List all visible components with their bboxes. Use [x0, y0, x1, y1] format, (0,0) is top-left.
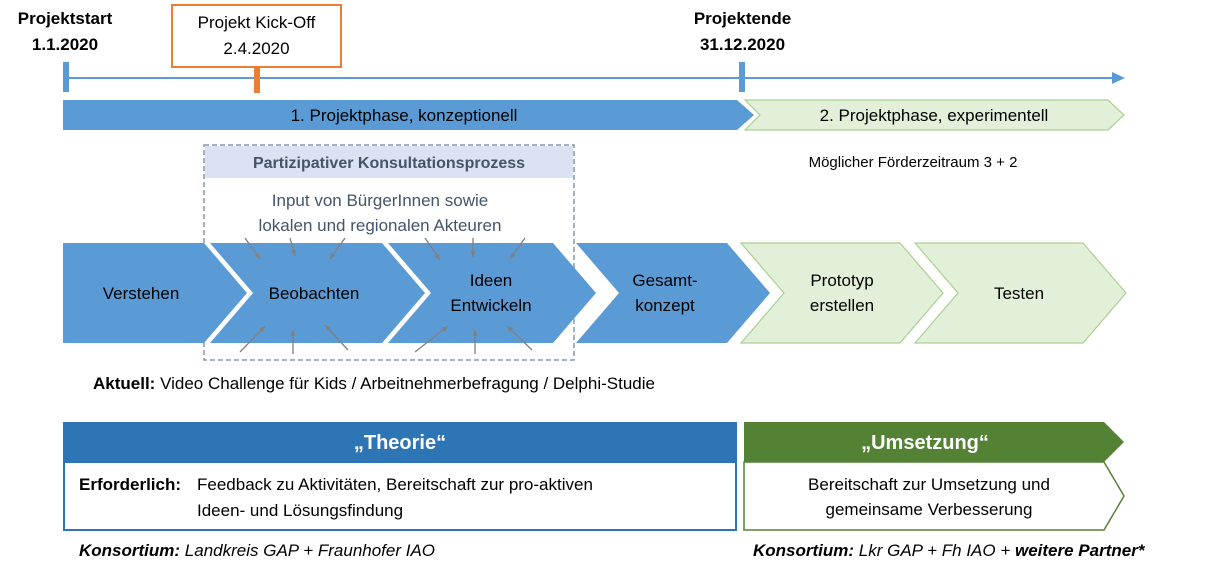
step-label-gesamt-1: Gesamt-	[632, 271, 697, 290]
milestone-kickoff-title: Projekt Kick-Off	[197, 13, 316, 32]
step-beobachten	[210, 243, 425, 343]
implementation-consortium-bold: weitere Partner*	[1015, 541, 1145, 560]
milestone-kickoff: Projekt Kick-Off 2.4.2020	[171, 4, 342, 68]
phase1-bar	[63, 100, 754, 130]
step-label-ideen-2: Entwickeln	[450, 296, 531, 315]
theory-consortium-text: Landkreis GAP + Fraunhofer IAO	[184, 541, 436, 560]
milestone-kickoff-date: 2.4.2020	[223, 39, 290, 58]
consultation-title-bg	[205, 146, 573, 178]
implementation-consortium: Konsortium: Lkr GAP + Fh IAO + weitere P…	[753, 541, 1144, 561]
milestone-end-title: Projektende	[693, 9, 792, 28]
theory-required-line1: Feedback zu Aktivitäten, Bereitschaft zu…	[197, 475, 593, 494]
current-text: Video Challenge für Kids / Arbeitnehmerb…	[160, 374, 655, 393]
implementation-line2: gemeinsame Verbesserung	[826, 500, 1033, 519]
current-label: Aktuell:	[93, 374, 156, 393]
phase2-bar	[743, 99, 1125, 131]
current-activities: Aktuell: Video Challenge für Kids / Arbe…	[93, 371, 655, 397]
step-label-gesamt-2: konzept	[635, 296, 695, 315]
timeline-arrowhead	[1112, 72, 1125, 84]
timeline-marker-end	[739, 62, 745, 92]
step-label-beobachten: Beobachten	[269, 284, 360, 303]
theory-required: Erforderlich: Feedback zu Aktivitäten, Be…	[79, 472, 593, 524]
consultation-input-line2: lokalen und regionalen Akteuren	[259, 216, 502, 235]
timeline-marker-kickoff	[254, 67, 260, 93]
theory-consortium-label: Konsortium:	[79, 541, 181, 560]
milestone-end: Projektende 31.12.2020	[675, 6, 810, 58]
step-prototyp	[739, 242, 944, 344]
implementation-header: „Umsetzung“	[861, 432, 989, 454]
implementation-consortium-text: Lkr GAP + Fh IAO +	[858, 541, 1011, 560]
step-label-prototyp-2: erstellen	[810, 296, 874, 315]
phase2-label: 2. Projektphase, experimentell	[820, 106, 1049, 125]
implementation-consortium-label: Konsortium:	[753, 541, 855, 560]
consultation-input-line1: Input von BürgerInnen sowie	[272, 191, 488, 210]
milestone-start: Projektstart 1.1.2020	[0, 6, 130, 58]
funding-note: Möglicher Förderzeitraum 3 + 2	[809, 154, 1018, 171]
step-gesamtkonzept	[576, 243, 770, 343]
step-label-prototyp-1: Prototyp	[810, 271, 873, 290]
theory-required-label: Erforderlich:	[79, 475, 182, 494]
milestone-start-date: 1.1.2020	[31, 35, 99, 54]
theory-body	[63, 461, 737, 531]
theory-required-line2: Ideen- und Lösungsfindung	[197, 501, 404, 520]
consultation-title: Partizipativer Konsultationsprozess	[253, 155, 525, 172]
theory-header-bg	[63, 422, 737, 462]
implementation-body	[743, 461, 1125, 531]
step-testen	[913, 242, 1127, 344]
milestone-end-date: 31.12.2020	[699, 35, 786, 54]
step-ideen	[388, 243, 596, 343]
step-label-ideen-1: Ideen	[470, 271, 513, 290]
step-verstehen	[63, 243, 247, 343]
step-label-testen: Testen	[994, 284, 1044, 303]
step-label-verstehen: Verstehen	[103, 284, 180, 303]
input-arrows	[239, 237, 533, 354]
theory-consortium: Konsortium: Landkreis GAP + Fraunhofer I…	[79, 541, 435, 561]
consultation-frame	[203, 144, 575, 361]
implementation-header-bg	[744, 422, 1124, 462]
milestone-start-title: Projektstart	[17, 9, 113, 28]
implementation-line1: Bereitschaft zur Umsetzung und	[808, 475, 1050, 494]
theory-header: „Theorie“	[354, 432, 446, 454]
timeline-marker-start	[63, 62, 69, 92]
phase1-label: 1. Projektphase, konzeptionell	[291, 106, 518, 125]
